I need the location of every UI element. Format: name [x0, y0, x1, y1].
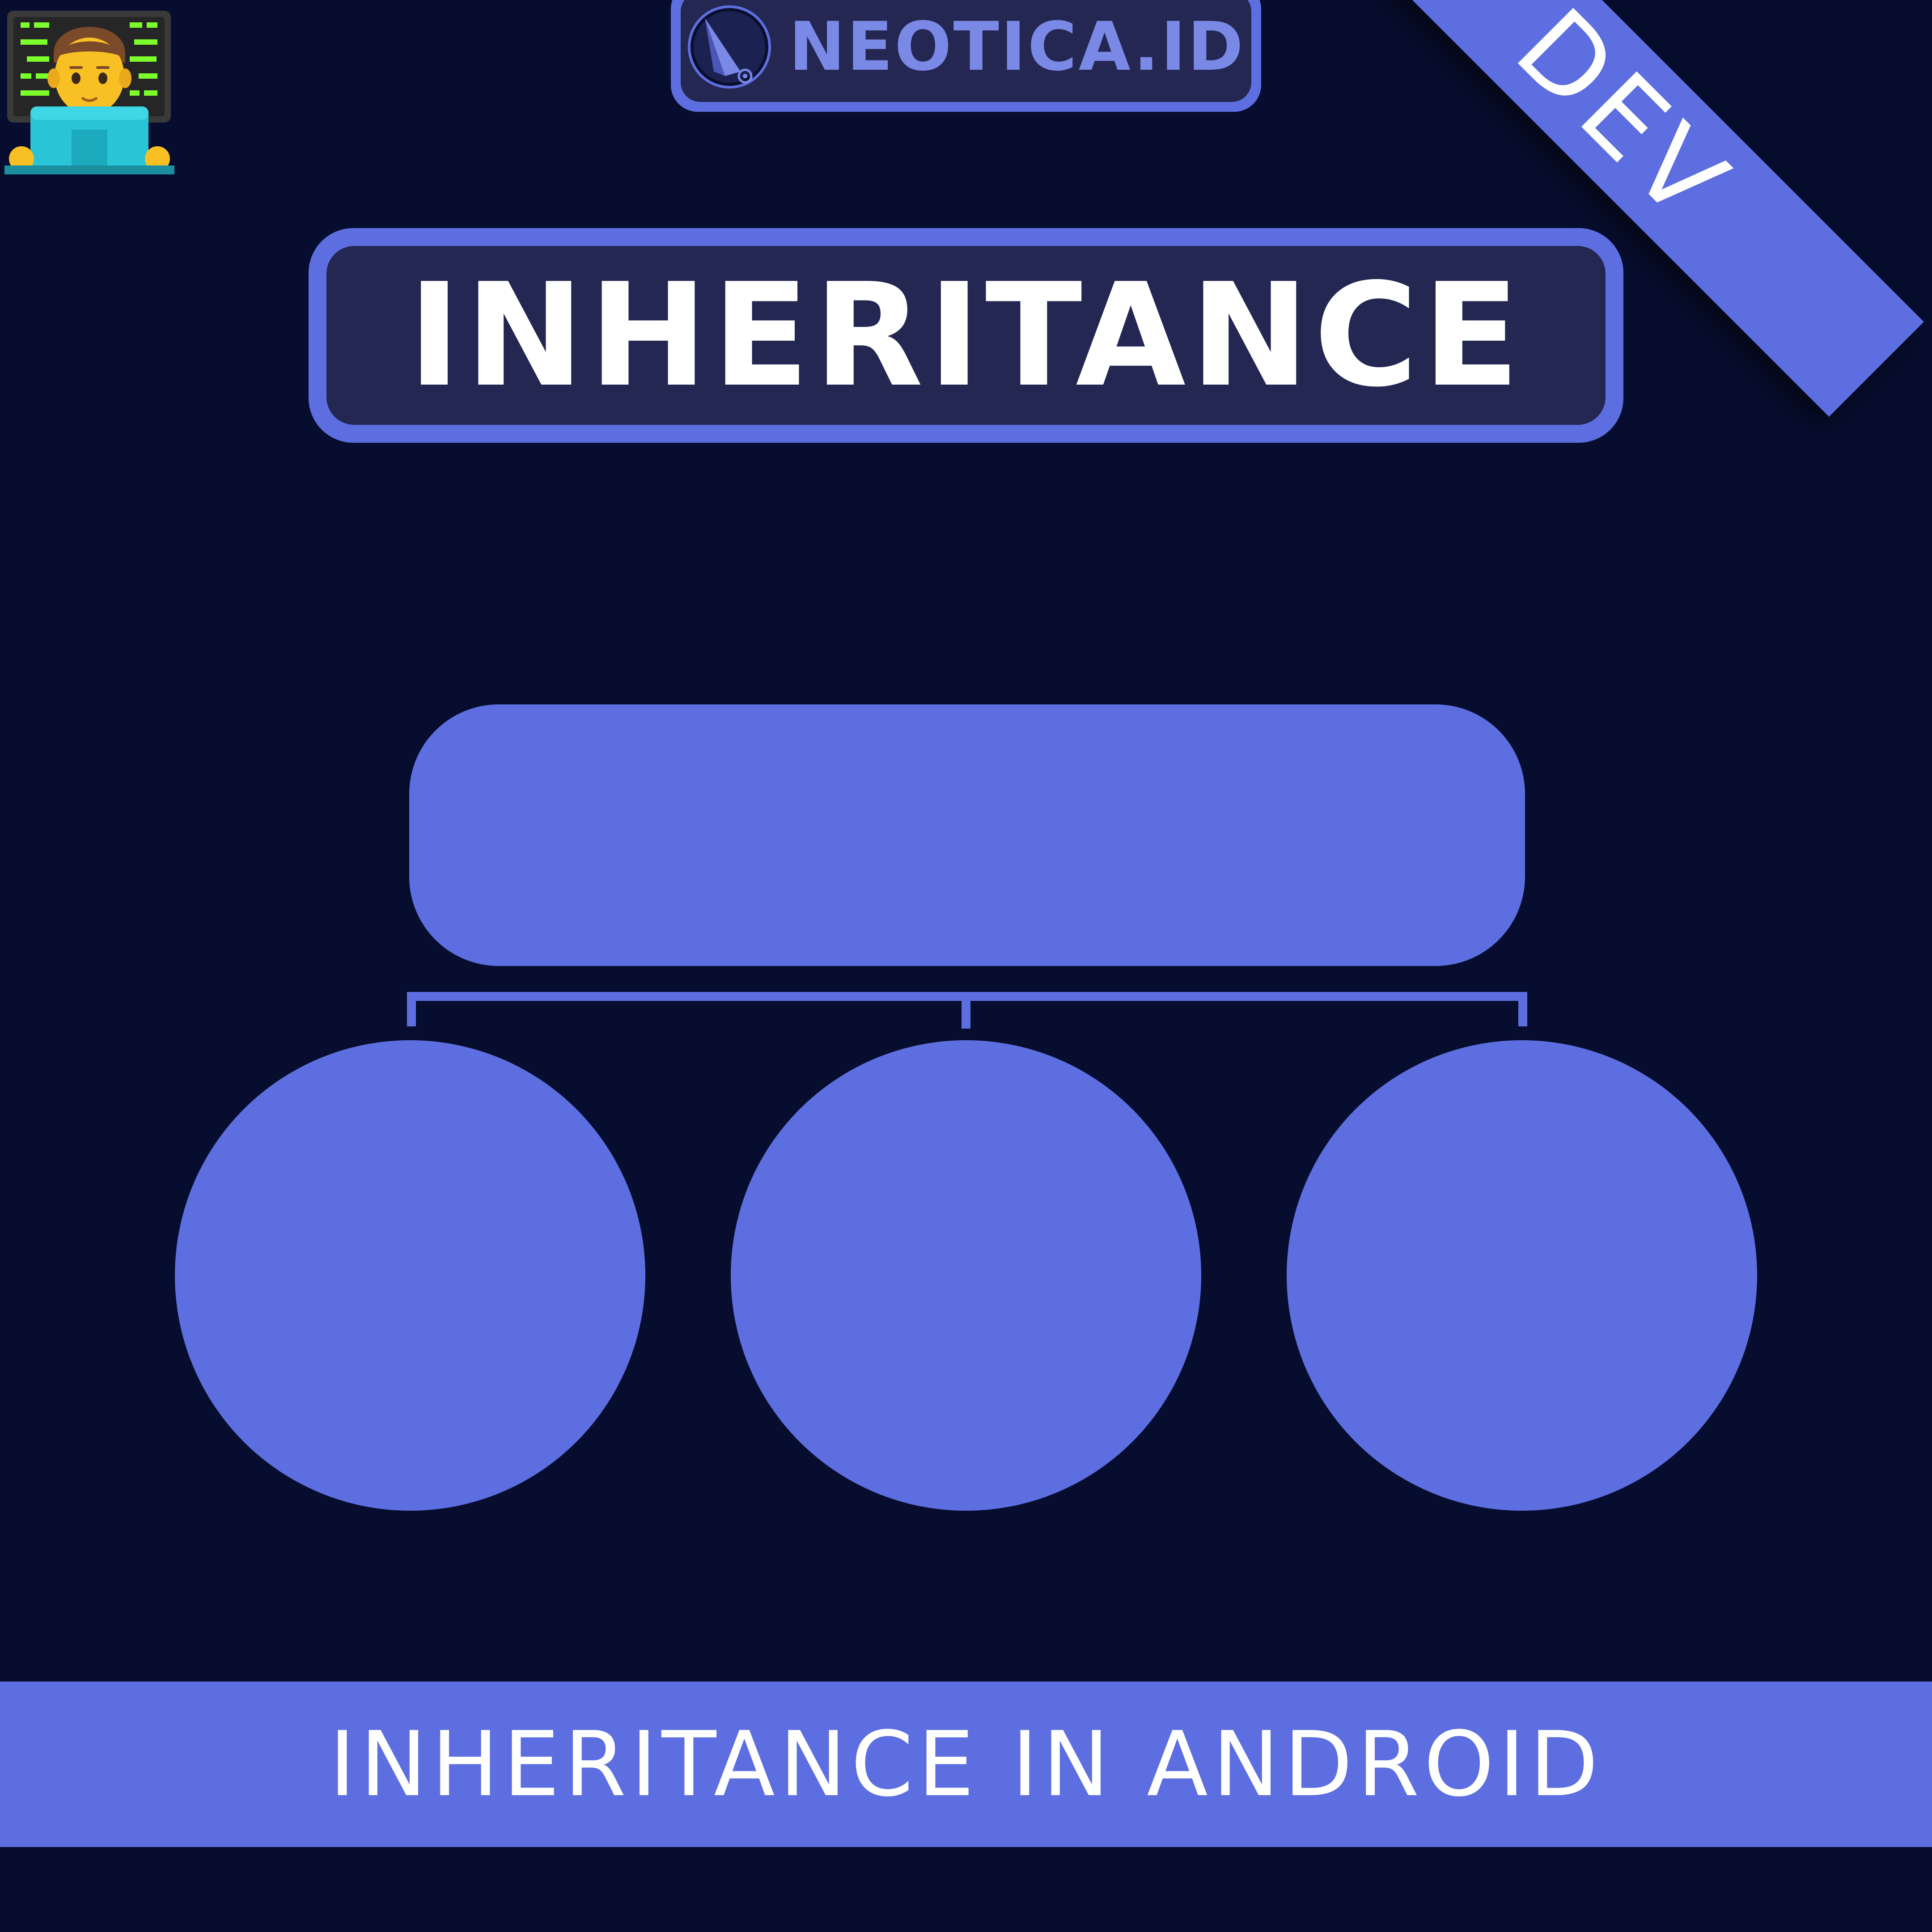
man-technologist-icon — [4, 11, 174, 174]
child-class-circle-1 — [175, 1040, 645, 1511]
child-class-circle-2 — [731, 1040, 1201, 1511]
footer-caption: INHERITANCE IN ANDROID — [329, 1712, 1603, 1817]
brand-header: NEOTICA.ID — [671, 0, 1261, 112]
brand-panel: NEOTICA.ID — [681, 0, 1251, 102]
footer-bar: INHERITANCE IN ANDROID — [0, 1682, 1932, 1847]
connector-bracket — [407, 992, 1527, 1029]
child-class-circle-3 — [1287, 1040, 1757, 1511]
page-title: INHERITANCE — [407, 253, 1525, 418]
brand-name: NEOTICA.ID — [789, 8, 1245, 86]
title-banner: INHERITANCE — [309, 228, 1623, 443]
parent-class-box — [409, 704, 1525, 966]
title-panel: INHERITANCE — [326, 246, 1606, 425]
neotica-logo-icon — [688, 5, 771, 89]
